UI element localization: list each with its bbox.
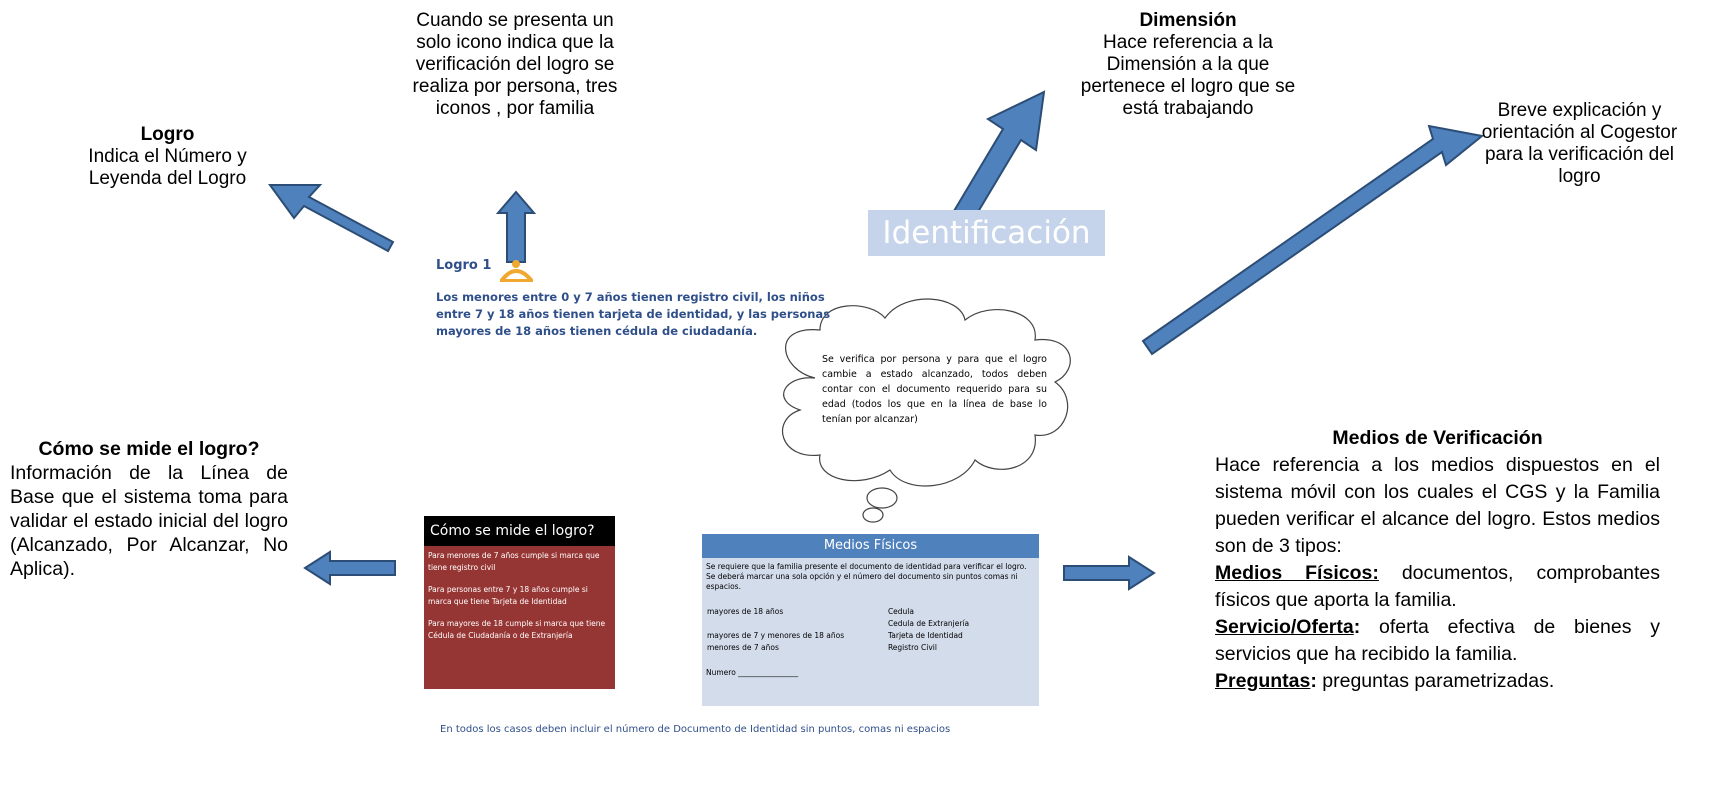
- thought-bubble-2: [862, 507, 884, 523]
- measure-card-item: Para personas entre 7 y 18 años cumple s…: [428, 585, 588, 606]
- medios-verificacion-title: Medios de Verificación: [1332, 427, 1543, 449]
- medios-fisicos-options: mayores de 18 años Cedula Cedula de Extra…: [706, 606, 1035, 654]
- icon-callout: Cuando se presenta un solo icono indica …: [365, 10, 665, 120]
- person-icon: [500, 260, 533, 282]
- medios-verificacion-text: preguntas parametrizadas.: [1322, 670, 1555, 692]
- medios-verificacion-callout: Medios de Verificación Hace referencia a…: [1215, 425, 1660, 695]
- breve-callout-line: logro: [1558, 166, 1601, 187]
- breve-callout: Breve explicación y orientación al Coges…: [1450, 100, 1709, 188]
- dimension-callout-line: Dimensión a la que: [1106, 54, 1270, 75]
- breve-callout-line: para la verificación del: [1484, 144, 1675, 165]
- arrow-to-logro: [268, 184, 395, 253]
- medios-fisicos-card: Medios Físicos Se requiere que la famili…: [702, 534, 1039, 706]
- dimension-callout-line: Hace referencia a la: [1102, 32, 1274, 53]
- como-se-mide-callout: Cómo se mide el logro? Información de la…: [10, 437, 288, 581]
- logro-card-text: Los menores entre 0 y 7 años tienen regi…: [436, 290, 831, 338]
- option-right[interactable]: Cedula de Extranjería: [887, 619, 970, 628]
- medios-verificacion-label: Preguntas: [1215, 670, 1311, 692]
- icon-callout-line: verificación del logro se: [415, 54, 615, 75]
- option-right[interactable]: Cedula: [887, 607, 914, 616]
- arrow-to-breve: [1141, 124, 1485, 356]
- measure-card-body: Para menores de 7 años cumple si marca q…: [424, 546, 615, 656]
- measure-card: Cómo se mide el logro? Para menores de 7…: [424, 516, 615, 689]
- bottom-note: En todos los casos deben incluir el núme…: [440, 724, 951, 735]
- dimension-callout-title: Dimensión: [1139, 10, 1237, 31]
- como-se-mide-callout-text: Información de la Línea de Base que el s…: [10, 462, 288, 580]
- option-right[interactable]: Tarjeta de Identidad: [887, 631, 963, 640]
- measure-card-item: Para mayores de 18 cumple si marca que t…: [428, 619, 606, 640]
- medios-verificacion-text: documentos, comprobantes físicos que apo…: [1215, 562, 1661, 611]
- option-right[interactable]: Registro Civil: [887, 643, 937, 652]
- option-left: mayores de 18 años: [707, 607, 784, 616]
- medios-fisicos-title: Medios Físicos: [702, 534, 1039, 558]
- measure-card-item: Para menores de 7 años cumple si marca q…: [428, 551, 600, 572]
- logro-card-title: Logro 1: [436, 258, 492, 273]
- icon-callout-line: iconos , por familia: [435, 98, 595, 119]
- dimension-banner: Identificación: [868, 210, 1105, 256]
- icon-callout-line: Cuando se presenta un: [416, 10, 614, 31]
- dimension-callout-line: está trabajando: [1122, 98, 1254, 119]
- option-left: [706, 618, 887, 630]
- option-left: menores de 7 años: [707, 643, 779, 652]
- icon-callout-line: solo icono indica que la: [416, 32, 614, 53]
- icon-callout-line: realiza por persona, tres: [412, 76, 618, 97]
- breve-callout-line: Breve explicación y: [1497, 100, 1662, 121]
- numero-field[interactable]: Numero ________________: [706, 668, 799, 677]
- medios-verificacion-label: Medios Físicos:: [1215, 562, 1379, 584]
- dimension-callout-line: pertenece el logro que se: [1080, 76, 1296, 97]
- arrow-to-icon-note: [495, 190, 537, 263]
- option-left: mayores de 7 y menores de 18 años: [707, 631, 845, 640]
- thought-bubble-1: [866, 487, 898, 509]
- dimension-callout: Dimensión Hace referencia a la Dimensión…: [1048, 10, 1328, 120]
- arrow-to-medios-verificacion: [1063, 555, 1156, 591]
- cloud-text: Se verifica por persona y para que el lo…: [822, 354, 1047, 425]
- medios-verificacion-label: Servicio/Oferta: [1215, 616, 1354, 638]
- medios-fisicos-intro: Se requiere que la familia presente el d…: [706, 562, 1027, 591]
- medios-verificacion-intro: Hace referencia a los medios dispuestos …: [1215, 454, 1660, 557]
- logro-callout-line: Leyenda del Logro: [88, 168, 247, 189]
- medios-verificacion-text: oferta efectiva de bienes y servicios qu…: [1215, 616, 1661, 665]
- arrow-to-como-se-mide: [303, 550, 396, 586]
- medios-fisicos-body: Se requiere que la familia presente el d…: [702, 558, 1039, 682]
- medios-verificacion-item: Medios Físicos: documentos, comprobantes…: [1215, 560, 1660, 614]
- measure-card-title: Cómo se mide el logro?: [424, 516, 615, 546]
- logro-callout-line: Indica el Número y: [88, 146, 247, 167]
- logro-callout-title: Logro: [140, 124, 195, 145]
- logro-callout: Logro Indica el Número y Leyenda del Log…: [60, 124, 275, 190]
- medios-verificacion-item: Servicio/Oferta: oferta efectiva de bien…: [1215, 616, 1661, 665]
- breve-callout-line: orientación al Cogestor: [1481, 122, 1678, 143]
- como-se-mide-callout-title: Cómo se mide el logro?: [38, 438, 260, 460]
- medios-verificacion-item: Preguntas: preguntas parametrizadas.: [1215, 670, 1555, 692]
